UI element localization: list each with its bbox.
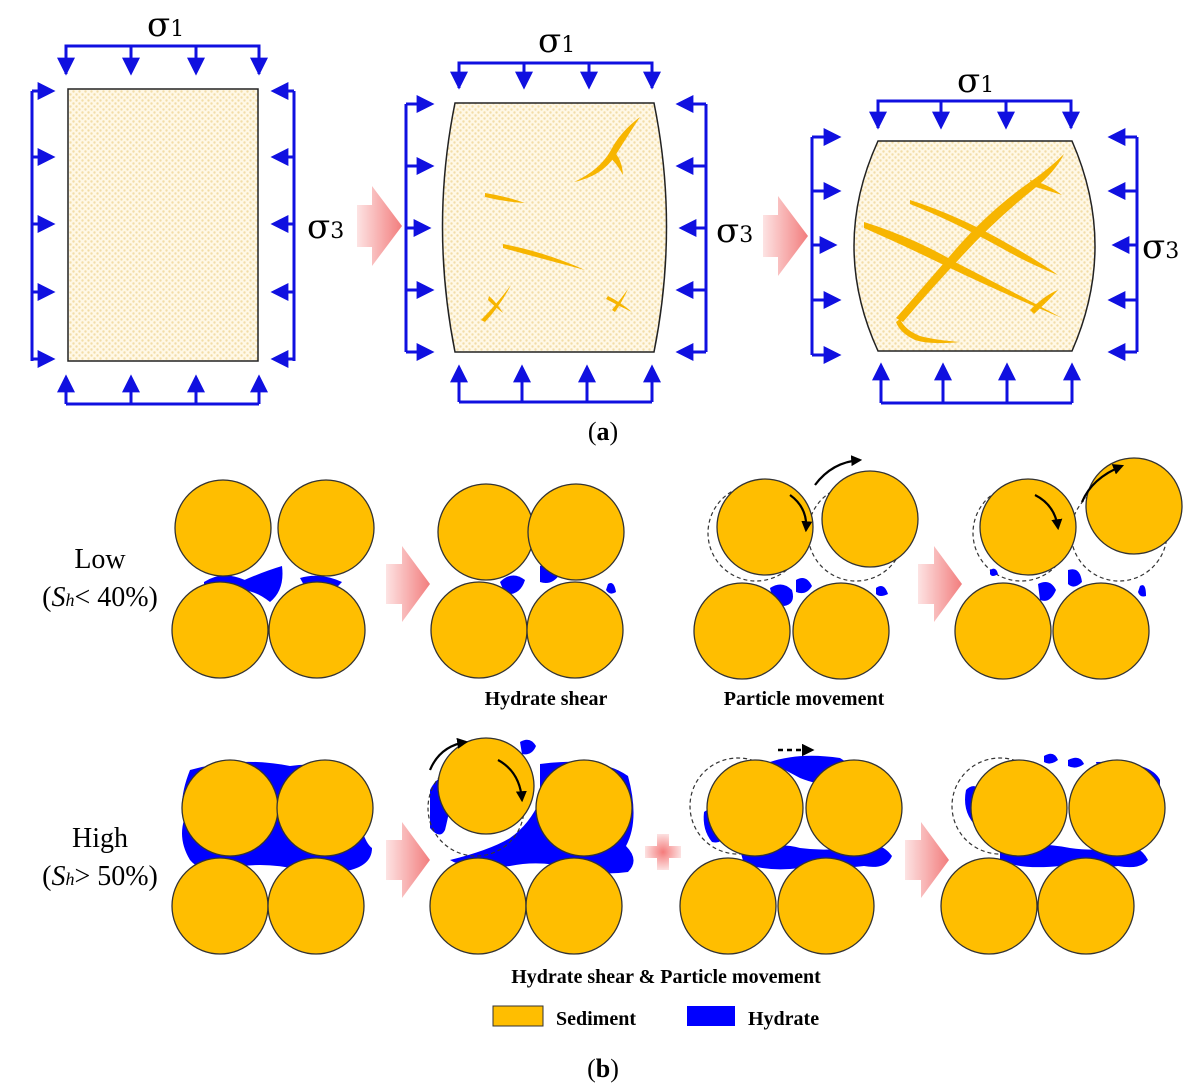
transition-arrow-low-2 — [918, 546, 962, 622]
high-panel-1 — [171, 759, 374, 955]
transition-arrow-a1 — [357, 186, 402, 266]
low-panel-1 — [171, 479, 375, 679]
legend-swatch-sediment — [492, 1005, 544, 1027]
high-panel-2 — [427, 737, 634, 955]
label-particle-movement: Particle movement — [724, 688, 885, 710]
sigma1-label-1: σ1 — [147, 5, 184, 45]
transition-cross-high — [645, 834, 681, 870]
legend-label-hydrate: Hydrate — [748, 1008, 819, 1030]
high-panel-4 — [940, 753, 1166, 955]
label-combined: Hydrate shear & Particle movement — [511, 966, 821, 988]
sigma3-label-2: σ3 — [716, 211, 753, 251]
low-panel-4 — [954, 457, 1183, 680]
specimen-1-initial — [67, 88, 259, 362]
row-saturation-low: (Sh< 40%) — [42, 582, 158, 613]
transition-arrow-low-1 — [386, 546, 430, 622]
high-panel-3 — [679, 743, 903, 955]
sigma1-label-3: σ1 — [957, 61, 994, 101]
row-label-low: Low — [74, 544, 126, 575]
transition-arrow-high-2 — [905, 822, 949, 898]
specimen-2-cracked — [441, 102, 668, 353]
specimen-3-failed — [853, 140, 1096, 352]
transition-arrow-a2 — [763, 196, 808, 276]
sigma3-label-1: σ3 — [307, 207, 344, 247]
load-arrows-specimen-2 — [404, 61, 708, 404]
sigma3-label-3: σ3 — [1142, 227, 1179, 267]
low-panel-2 — [430, 483, 625, 679]
transition-arrow-high-1 — [386, 822, 430, 898]
legend: Sediment Hydrate — [492, 1005, 819, 1030]
legend-label-sediment: Sediment — [556, 1008, 636, 1030]
legend-swatch-hydrate — [687, 1006, 735, 1026]
row-label-high: High — [72, 823, 128, 854]
load-arrows-specimen-3 — [810, 99, 1139, 405]
low-panel-3 — [693, 455, 919, 680]
label-hydrate-shear: Hydrate shear — [485, 688, 608, 710]
sigma1-label-2: σ1 — [538, 21, 575, 61]
row-saturation-high: (Sh> 50%) — [42, 861, 158, 892]
load-arrows-specimen-1 — [30, 44, 296, 406]
caption-b: (b) — [587, 1054, 619, 1083]
caption-a: (a) — [588, 417, 618, 446]
